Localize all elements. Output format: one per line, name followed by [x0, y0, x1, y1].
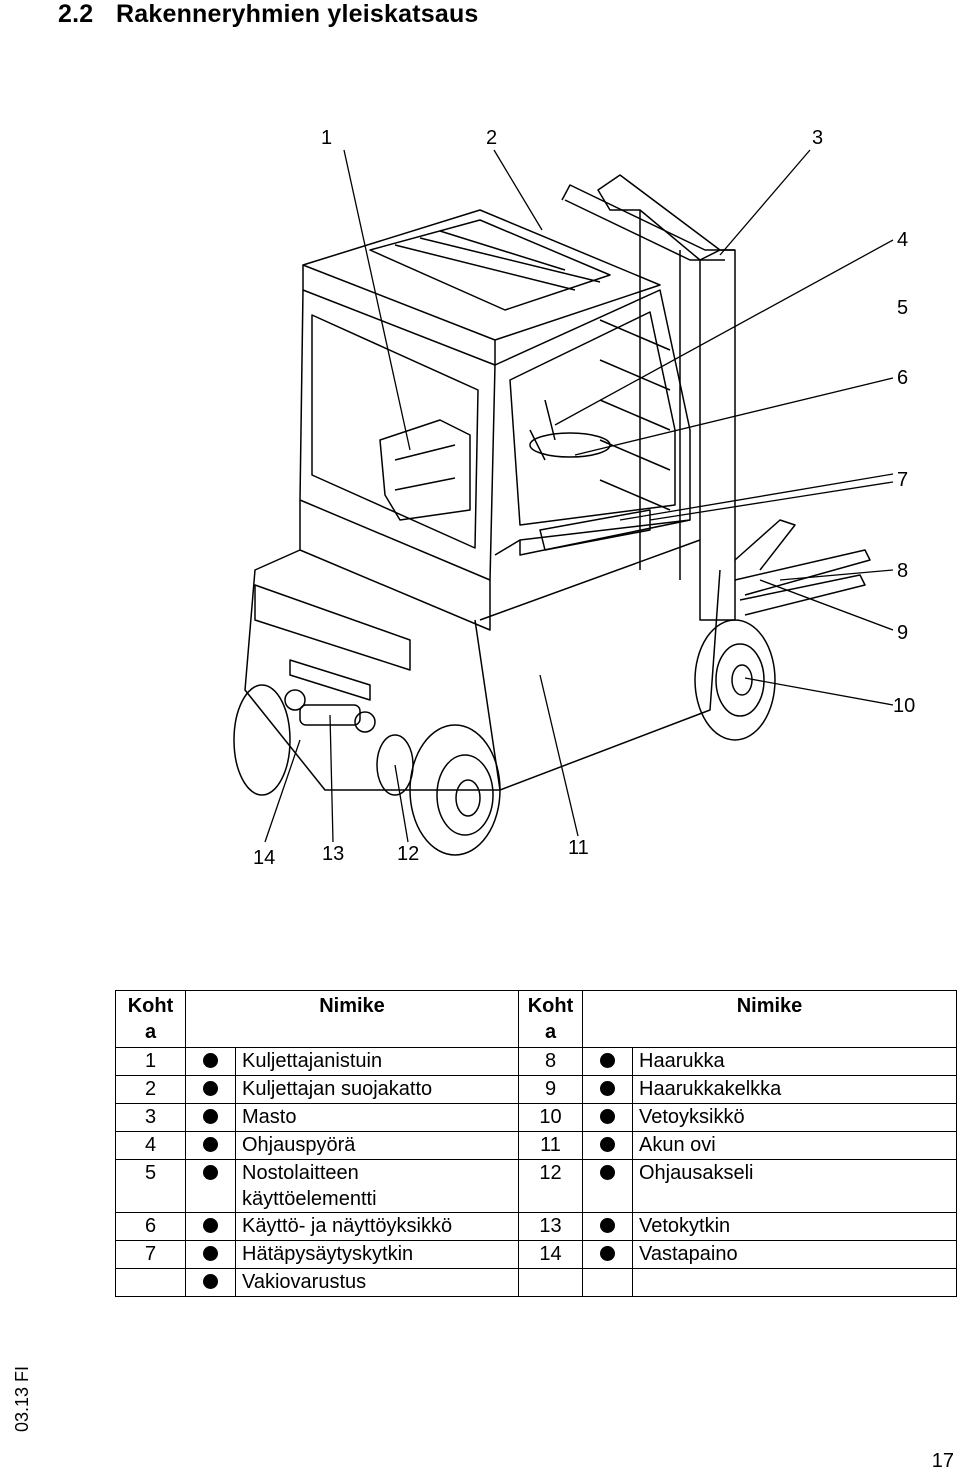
callout-4: 4	[897, 229, 909, 251]
name-cell: Käyttö- ja näyttöyksikkö	[235, 1212, 519, 1241]
standard-equipment-bullet-icon	[600, 1081, 615, 1096]
standard-equipment-bullet-icon	[203, 1109, 218, 1124]
table-row: 1 Kuljettajanistuin 8 Haarukka	[115, 1047, 957, 1076]
name-cell: Hätäpysäytyskytkin	[235, 1240, 519, 1269]
standard-equipment-bullet-icon	[203, 1274, 218, 1289]
steering-wheel-drawing	[530, 400, 610, 460]
pos-cell: 7	[115, 1240, 186, 1269]
standard-equipment-bullet-icon	[600, 1246, 615, 1261]
pos-cell: 2	[115, 1075, 186, 1104]
callout-9: 9	[897, 622, 909, 644]
table-row: 3 Masto 10 Vetoyksikkö	[115, 1103, 957, 1132]
table-row: 7 Hätäpysäytyskytkin 14 Vastapaino	[115, 1240, 957, 1269]
parts-legend-table: Koht a Nimike Koht a Nimike 1 Kuljettaja…	[115, 990, 957, 1297]
callout-14: 14	[253, 847, 276, 869]
forks-drawing	[735, 520, 870, 615]
standard-equipment-bullet-icon	[600, 1137, 615, 1152]
callout-6: 6	[897, 367, 909, 389]
callout-8: 8	[897, 560, 909, 582]
standard-equipment-bullet-icon	[600, 1218, 615, 1233]
section-number: 2.2	[58, 0, 94, 28]
callout-leaders	[265, 150, 893, 842]
standard-equipment-bullet-icon	[203, 1218, 218, 1233]
pos-cell: 12	[518, 1159, 583, 1213]
table-header-row: Koht a Nimike Koht a Nimike	[115, 990, 957, 1048]
name-cell: Vetokytkin	[632, 1212, 957, 1241]
standard-equipment-bullet-icon	[203, 1165, 218, 1180]
standard-equipment-bullet-icon	[203, 1246, 218, 1261]
seat-drawing	[380, 420, 470, 520]
name-cell: Ohjausakseli	[632, 1159, 957, 1213]
name-cell: Haarukkakelkka	[632, 1075, 957, 1104]
name-cell: Haarukka	[632, 1047, 957, 1076]
callout-11: 11	[568, 837, 589, 859]
callout-10: 10	[893, 695, 916, 717]
header-name-left: Nimike	[185, 990, 519, 1048]
pos-cell: 14	[518, 1240, 583, 1269]
name-cell: Vetoyksikkö	[632, 1103, 957, 1132]
name-cell: Kuljettajan suojakatto	[235, 1075, 519, 1104]
name-cell: Akun ovi	[632, 1131, 957, 1160]
mast-drawing	[562, 175, 735, 620]
pos-cell: 11	[518, 1131, 583, 1160]
standard-equipment-bullet-icon	[203, 1053, 218, 1068]
callout-1: 1	[321, 127, 333, 149]
standard-equipment-bullet-icon	[600, 1053, 615, 1068]
pos-cell: 8	[518, 1047, 583, 1076]
table-row: 4 Ohjauspyörä 11 Akun ovi	[115, 1131, 957, 1160]
header-name-right: Nimike	[582, 990, 957, 1048]
name-cell: Kuljettajanistuin	[235, 1047, 519, 1076]
header-pos-left: Koht a	[115, 990, 186, 1048]
table-row: 6 Käyttö- ja näyttöyksikkö 13 Vetokytkin	[115, 1212, 957, 1241]
callout-2: 2	[486, 127, 498, 149]
roof-drawing	[303, 210, 660, 365]
pos-cell: 1	[115, 1047, 186, 1076]
cabin-drawing	[300, 290, 690, 630]
callout-5: 5	[897, 297, 909, 319]
page-number: 17	[931, 1450, 954, 1472]
pos-cell: 5	[115, 1159, 186, 1213]
standard-equipment-bullet-icon	[600, 1165, 615, 1180]
table-row: 2 Kuljettajan suojakatto 9 Haarukkakelkk…	[115, 1075, 957, 1104]
callout-3: 3	[812, 127, 824, 149]
standard-equipment-bullet-icon	[203, 1137, 218, 1152]
pos-cell: 13	[518, 1212, 583, 1241]
document-code: 03.13 FI	[12, 1365, 32, 1432]
legend-key-label: Vakiovarustus	[235, 1268, 519, 1297]
standard-equipment-bullet-icon	[203, 1081, 218, 1096]
pos-cell: 9	[518, 1075, 583, 1104]
header-pos-right: Koht a	[518, 990, 583, 1048]
section-title: Rakenneryhmien yleiskatsaus	[116, 0, 479, 28]
standard-equipment-bullet-icon	[600, 1109, 615, 1124]
name-cell: Vastapaino	[632, 1240, 957, 1269]
forklift-illustration	[0, 100, 960, 880]
pos-cell: 6	[115, 1212, 186, 1241]
pos-cell: 3	[115, 1103, 186, 1132]
wheels-drawing	[234, 620, 775, 855]
name-cell: Nostolaitteen käyttöelementti	[235, 1159, 519, 1213]
callout-13: 13	[322, 843, 345, 865]
name-cell: Masto	[235, 1103, 519, 1132]
legend-key-row: Vakiovarustus	[115, 1268, 957, 1297]
pos-cell: 4	[115, 1131, 186, 1160]
name-cell: Ohjauspyörä	[235, 1131, 519, 1160]
callout-7: 7	[897, 469, 909, 491]
section-heading: 2.2 Rakenneryhmien yleiskatsaus	[58, 0, 479, 29]
callout-12: 12	[397, 843, 420, 865]
table-row: 5 Nostolaitteen käyttöelementti 12 Ohjau…	[115, 1159, 957, 1213]
pos-cell: 10	[518, 1103, 583, 1132]
